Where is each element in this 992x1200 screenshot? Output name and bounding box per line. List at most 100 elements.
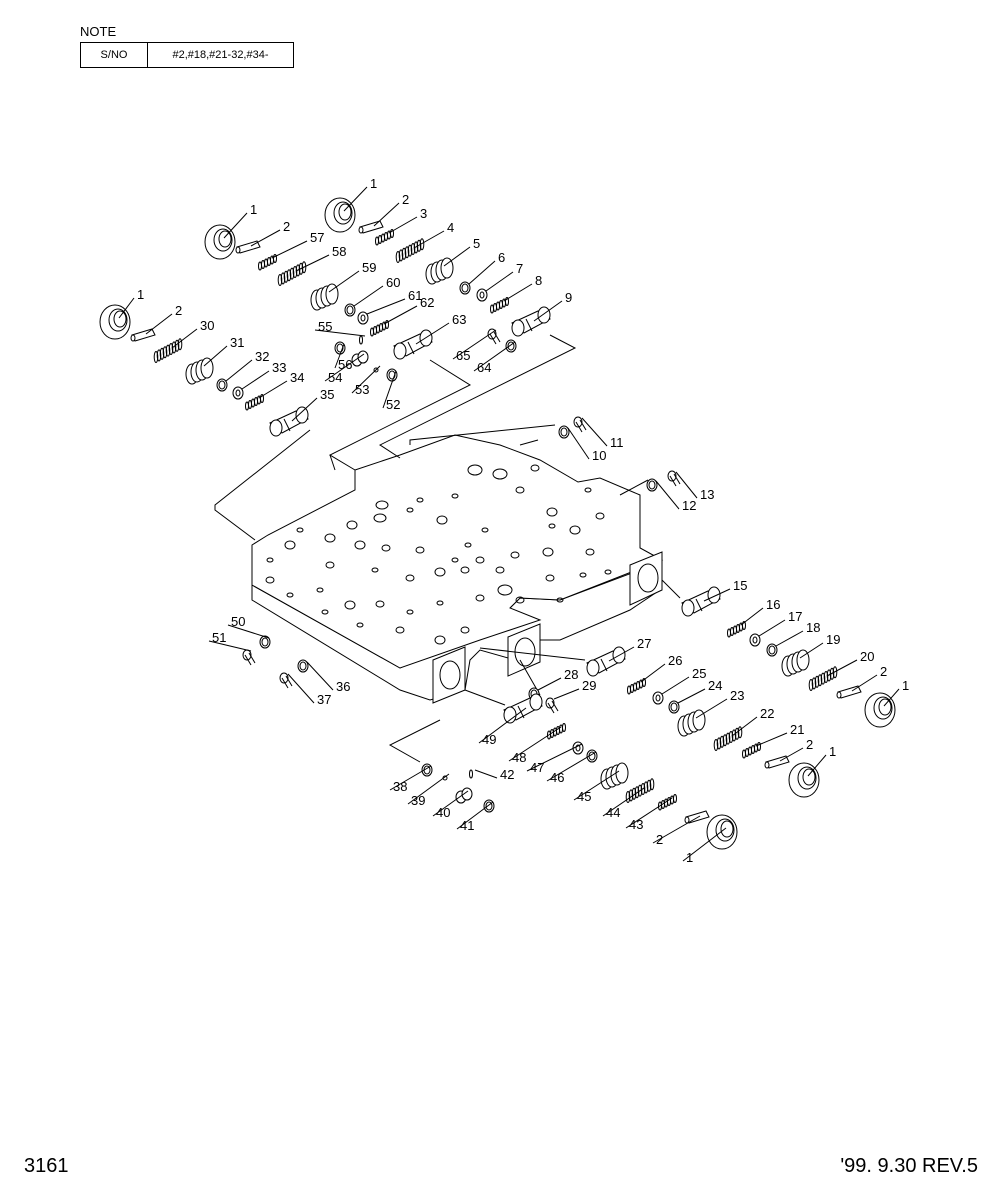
part-number-label: 2 bbox=[283, 219, 290, 234]
body-hole bbox=[515, 596, 525, 604]
body-hole bbox=[556, 597, 564, 603]
part-spring-s bbox=[375, 229, 394, 246]
part-number-label: 48 bbox=[512, 750, 526, 765]
leader-line bbox=[287, 673, 315, 704]
part-number-label: 63 bbox=[452, 312, 466, 327]
body-hole bbox=[542, 547, 554, 557]
part-spool bbox=[269, 406, 309, 437]
leader-line bbox=[553, 688, 580, 700]
body-hole bbox=[545, 574, 555, 582]
part-number-label: 41 bbox=[460, 818, 474, 833]
part-bolt bbox=[279, 672, 293, 689]
part-spring-s bbox=[490, 297, 509, 314]
body-hole bbox=[321, 609, 329, 615]
leader-line bbox=[508, 726, 562, 762]
part-ring bbox=[459, 281, 471, 295]
part-washer bbox=[749, 633, 761, 647]
part-number-label: 1 bbox=[250, 202, 257, 217]
body-hole bbox=[510, 551, 520, 559]
part-number-label: 28 bbox=[564, 667, 578, 682]
body-hole bbox=[548, 523, 556, 529]
part-number-label: 27 bbox=[637, 636, 651, 651]
leader-line bbox=[271, 240, 308, 259]
leader-line bbox=[227, 624, 270, 639]
leader-line bbox=[382, 370, 397, 409]
body-hole bbox=[286, 592, 294, 598]
part-number-label: 21 bbox=[790, 722, 804, 737]
part-spool bbox=[681, 586, 721, 617]
part-cap bbox=[324, 197, 356, 233]
body-hole bbox=[530, 464, 540, 472]
route-line bbox=[329, 454, 336, 471]
part-ring bbox=[386, 368, 398, 382]
part-ring bbox=[668, 700, 680, 714]
part-number-label: 1 bbox=[370, 176, 377, 191]
part-number-label: 8 bbox=[535, 273, 542, 288]
part-number-label: 24 bbox=[708, 678, 722, 693]
part-number-label: 62 bbox=[420, 295, 434, 310]
part-spring-s bbox=[727, 621, 746, 638]
body-hole bbox=[266, 557, 274, 563]
valve-body-port-block bbox=[629, 551, 663, 606]
part-washer bbox=[232, 386, 244, 400]
body-hole bbox=[344, 600, 356, 610]
part-washer bbox=[357, 311, 369, 325]
body-hole bbox=[296, 527, 304, 533]
part-number-label: 44 bbox=[606, 805, 620, 820]
body-hole bbox=[356, 622, 364, 628]
leader-line bbox=[546, 751, 597, 782]
leader-line bbox=[353, 285, 384, 307]
part-spool bbox=[511, 306, 551, 337]
body-hole bbox=[373, 513, 387, 523]
part-number-label: 10 bbox=[592, 448, 606, 463]
leader-line bbox=[537, 677, 562, 691]
leader-line bbox=[503, 283, 533, 302]
leader-line bbox=[291, 397, 318, 422]
leader-line bbox=[474, 769, 498, 779]
leader-line bbox=[456, 801, 494, 830]
leader-line bbox=[145, 313, 173, 335]
labels-layer: 1257585960616263123456789123031323334355… bbox=[118, 176, 909, 865]
route-line bbox=[214, 429, 311, 541]
leader-line bbox=[118, 297, 135, 319]
part-pin bbox=[684, 810, 710, 824]
part-pin bbox=[358, 220, 384, 234]
part-ring bbox=[334, 341, 346, 355]
leader-line bbox=[324, 353, 365, 382]
route-line bbox=[378, 334, 577, 459]
part-spring bbox=[277, 261, 307, 286]
leader-line bbox=[608, 646, 635, 662]
route-line bbox=[661, 579, 681, 599]
part-number-label: 55 bbox=[318, 319, 332, 334]
part-number-label: 34 bbox=[290, 370, 304, 385]
leader-line bbox=[526, 743, 583, 772]
part-ring bbox=[297, 659, 309, 673]
body-hole bbox=[416, 497, 424, 503]
note-table: S/NO #2,#18,#21-32,#34- bbox=[80, 42, 294, 68]
leader-line bbox=[334, 343, 345, 369]
leader-line bbox=[314, 329, 366, 337]
part-bolt bbox=[573, 416, 587, 433]
part-number-label: 1 bbox=[902, 678, 909, 693]
body-hole bbox=[495, 566, 505, 574]
part-plunger bbox=[310, 283, 339, 311]
body-hole bbox=[460, 566, 470, 574]
valve-body-holes bbox=[265, 464, 612, 645]
part-number-label: 36 bbox=[336, 679, 350, 694]
page-number: 3161 bbox=[24, 1155, 69, 1177]
leader-line bbox=[602, 787, 645, 817]
part-number-label: 13 bbox=[700, 487, 714, 502]
leader-line bbox=[452, 329, 497, 360]
leader-line bbox=[851, 674, 878, 692]
part-number-label: 16 bbox=[766, 597, 780, 612]
part-spring-s bbox=[547, 723, 566, 740]
part-number-label: 65 bbox=[456, 348, 470, 363]
leader-line bbox=[755, 732, 788, 747]
body-hole bbox=[316, 587, 324, 593]
leader-line bbox=[241, 370, 270, 390]
body-hole bbox=[585, 548, 595, 556]
body-hole bbox=[371, 567, 379, 573]
part-number-label: 57 bbox=[310, 230, 324, 245]
leader-line bbox=[351, 365, 381, 394]
